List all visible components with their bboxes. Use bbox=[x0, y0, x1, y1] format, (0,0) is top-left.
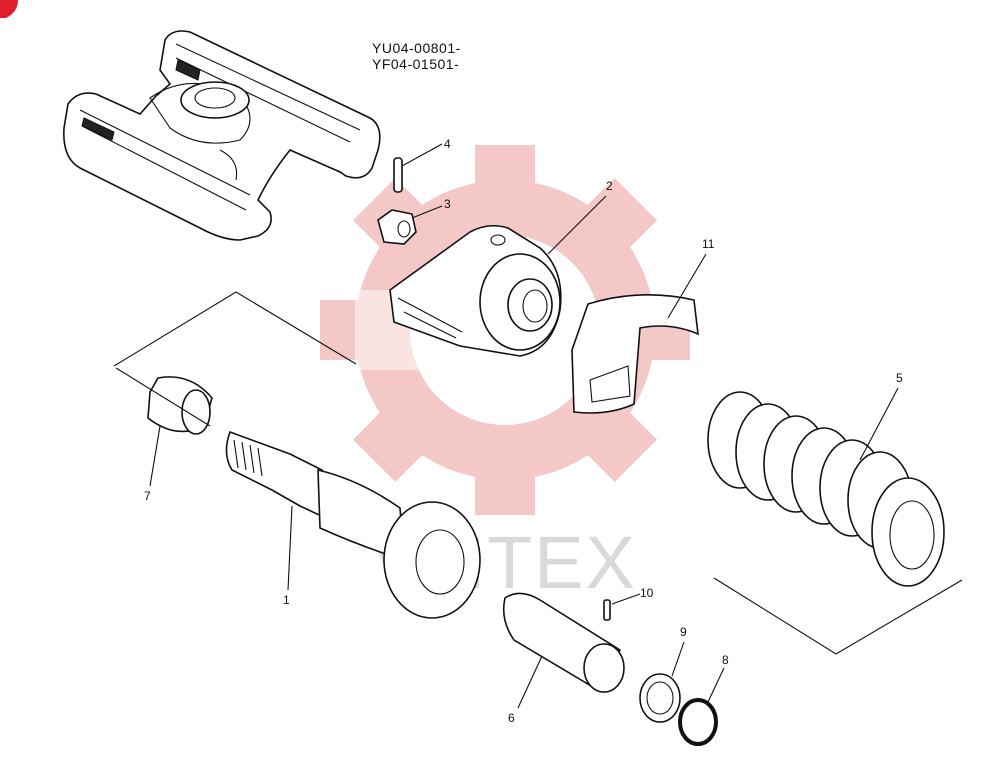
callout-6: 6 bbox=[508, 711, 515, 725]
callout-1: 1 bbox=[283, 593, 290, 607]
part-11-plate: 11 bbox=[571, 237, 715, 414]
callout-9: 9 bbox=[680, 625, 687, 639]
corner-mark bbox=[0, 0, 18, 18]
assembly-lines bbox=[113, 291, 963, 655]
callout-2: 2 bbox=[606, 179, 613, 193]
part-5-spring: 5 bbox=[707, 371, 945, 587]
part-10-pin: 10 bbox=[603, 586, 654, 621]
part-7-bushing: 7 bbox=[144, 376, 213, 503]
callout-11: 11 bbox=[702, 237, 715, 251]
part-8-oring: 8 bbox=[678, 653, 729, 746]
part-9-ring: 9 bbox=[639, 625, 687, 723]
callout-10: 10 bbox=[640, 586, 654, 600]
part-2-yoke: 2 bbox=[389, 179, 613, 357]
callout-5: 5 bbox=[896, 371, 903, 385]
part-3-nut: 3 bbox=[377, 197, 451, 245]
callout-7: 7 bbox=[144, 489, 151, 503]
part-6-cylinder: 6 bbox=[502, 592, 625, 725]
serial-range-2: YF04-01501- bbox=[372, 56, 460, 72]
part-4-pin: 4 bbox=[393, 137, 451, 193]
callout-4: 4 bbox=[444, 137, 451, 151]
serial-range-1: YU04-00801- bbox=[372, 40, 461, 56]
callout-8: 8 bbox=[722, 653, 729, 667]
callout-3: 3 bbox=[444, 197, 451, 211]
part-1-shaft: 1 bbox=[225, 430, 481, 619]
idler-frame bbox=[63, 30, 381, 241]
